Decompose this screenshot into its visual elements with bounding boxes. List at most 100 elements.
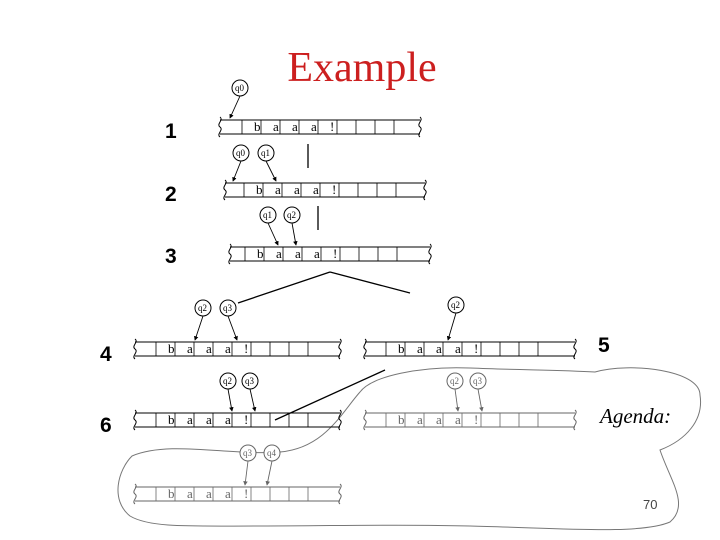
state-label: q4 bbox=[267, 448, 277, 458]
tape-symbol: a bbox=[455, 412, 461, 427]
state-arrow bbox=[232, 160, 242, 182]
tape-symbol: a bbox=[273, 119, 279, 134]
tape-symbol: b bbox=[398, 341, 405, 356]
tape-symbol: a bbox=[436, 341, 442, 356]
state-label: q0 bbox=[235, 83, 245, 93]
tape-symbol: ! bbox=[333, 246, 337, 261]
state-label: q0 bbox=[236, 148, 246, 158]
state-label: q3 bbox=[245, 376, 255, 386]
state-node-q2: q2 bbox=[194, 299, 212, 341]
state-label: q1 bbox=[263, 210, 272, 220]
state-node-q0: q0 bbox=[229, 79, 249, 119]
tape-symbol: b bbox=[256, 182, 263, 197]
step-label-5: 5 bbox=[598, 334, 610, 357]
state-arrow bbox=[227, 388, 234, 412]
state-arrow bbox=[477, 388, 484, 412]
tape-symbol: a bbox=[311, 119, 317, 134]
tape-symbol: a bbox=[206, 412, 212, 427]
state-label: q2 bbox=[287, 210, 296, 220]
tape-symbol: a bbox=[275, 182, 281, 197]
tape-symbol: b bbox=[168, 412, 175, 427]
step-label-6: 6 bbox=[100, 414, 112, 437]
tape-symbol: a bbox=[206, 486, 212, 501]
tape-symbol: a bbox=[187, 412, 193, 427]
state-node-q3: q3 bbox=[469, 372, 487, 412]
state-node-q2: q2 bbox=[446, 296, 465, 341]
state-label: q3 bbox=[473, 376, 483, 386]
tape-symbol: a bbox=[187, 486, 193, 501]
branch-line-left bbox=[237, 271, 331, 304]
state-node-q1: q1 bbox=[257, 144, 277, 182]
state-node-q2: q2 bbox=[283, 206, 301, 246]
tape-symbol: a bbox=[225, 412, 231, 427]
state-arrow bbox=[194, 315, 204, 341]
tape-symbol: ! bbox=[244, 341, 248, 356]
state-label: q2 bbox=[223, 376, 232, 386]
step-label-1: 1 bbox=[165, 120, 177, 143]
tape-symbol: a bbox=[295, 246, 301, 261]
tape-symbol: b bbox=[168, 341, 175, 356]
tape-symbol: a bbox=[225, 486, 231, 501]
state-node-q3: q3 bbox=[241, 372, 259, 412]
slide-title: Example bbox=[287, 45, 437, 91]
tape-symbol: ! bbox=[474, 341, 478, 356]
tape-symbol: a bbox=[294, 182, 300, 197]
tape-symbol: a bbox=[417, 412, 423, 427]
state-node-q0: q0 bbox=[232, 144, 250, 182]
state-node-q1: q1 bbox=[259, 206, 279, 246]
state-node-q3: q3 bbox=[239, 444, 257, 486]
tape-symbol: ! bbox=[244, 412, 248, 427]
state-arrow bbox=[265, 460, 273, 486]
step-label-2: 2 bbox=[165, 183, 177, 206]
state-label: q2 bbox=[451, 300, 460, 310]
branch-line-6-to-agenda bbox=[274, 369, 386, 421]
state-arrow bbox=[265, 160, 277, 182]
tape-symbol: ! bbox=[474, 412, 478, 427]
tape-symbol: a bbox=[276, 246, 282, 261]
page-number: 70 bbox=[643, 497, 657, 512]
tape-symbol: ! bbox=[244, 486, 248, 501]
tape-symbol: a bbox=[313, 182, 319, 197]
tape-symbol: a bbox=[314, 246, 320, 261]
state-label: q2 bbox=[198, 303, 207, 313]
state-label: q3 bbox=[223, 303, 233, 313]
agenda-outline bbox=[117, 367, 702, 531]
state-label: q2 bbox=[450, 376, 459, 386]
state-arrow bbox=[267, 222, 279, 246]
tape-symbol: ! bbox=[332, 182, 336, 197]
state-arrow bbox=[243, 460, 249, 486]
tape-symbol: a bbox=[225, 341, 231, 356]
state-arrow bbox=[454, 388, 460, 412]
state-label: q1 bbox=[261, 148, 270, 158]
tape-symbol: a bbox=[206, 341, 212, 356]
tape-symbol: b bbox=[254, 119, 261, 134]
step-label-4: 4 bbox=[100, 343, 112, 366]
state-node-q2: q2 bbox=[446, 372, 464, 412]
state-label: q3 bbox=[243, 448, 253, 458]
tape-symbol: a bbox=[292, 119, 298, 134]
tape-symbol: a bbox=[436, 412, 442, 427]
tape-symbol: a bbox=[417, 341, 423, 356]
state-node-q3: q3 bbox=[219, 299, 238, 341]
tape-symbol: b bbox=[257, 246, 264, 261]
state-arrow bbox=[227, 315, 238, 341]
tape-symbol: ! bbox=[330, 119, 334, 134]
state-arrow bbox=[229, 95, 241, 119]
state-arrow bbox=[446, 312, 457, 341]
step-label-3: 3 bbox=[165, 245, 177, 268]
agenda-label: Agenda: bbox=[598, 404, 671, 428]
state-node-q4: q4 bbox=[263, 444, 281, 486]
tape-symbol: b bbox=[398, 412, 405, 427]
tape-symbol: a bbox=[187, 341, 193, 356]
state-arrow bbox=[291, 222, 298, 246]
state-node-q2: q2 bbox=[219, 372, 237, 412]
